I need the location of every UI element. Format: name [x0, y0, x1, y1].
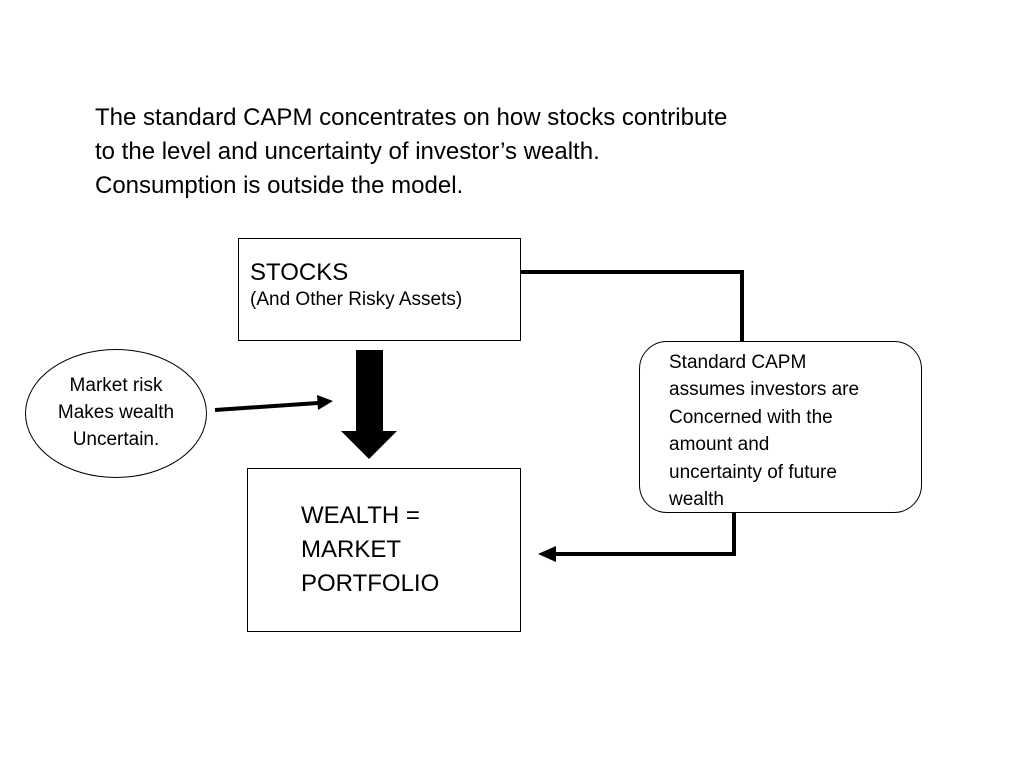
- market-oval-line: Uncertain.: [72, 429, 160, 450]
- stocks-to-wealth-block-arrow: [341, 350, 397, 459]
- stocks-box-title: STOCKS: [250, 259, 349, 286]
- callout-to-wealth-connector: [554, 513, 736, 556]
- stocks-to-callout-connector: [521, 270, 744, 341]
- wealth-box-line: MARKET: [301, 536, 402, 563]
- callout-line: amount and: [669, 434, 770, 456]
- wealth-box-line: WEALTH =: [301, 502, 420, 529]
- stocks-box: STOCKS (And Other Risky Assets): [238, 238, 521, 341]
- market-oval-line: Market risk: [69, 375, 163, 396]
- callout-to-wealth-arrowhead: [538, 546, 556, 562]
- callout-line: Concerned with the: [669, 406, 833, 428]
- standard-capm-callout: Standard CAPM assumes investors are Conc…: [639, 341, 922, 513]
- market-risk-oval: Market risk Makes wealth Uncertain.: [25, 349, 207, 478]
- callout-line: Standard CAPM: [669, 352, 807, 373]
- market-oval-line: Makes wealth: [57, 402, 175, 423]
- market-risk-arrowhead: [317, 395, 333, 410]
- stocks-box-subtitle: (And Other Risky Assets): [250, 289, 463, 310]
- intro-line: The standard CAPM concentrates on how st…: [95, 104, 728, 131]
- wealth-box-line: PORTFOLIO: [301, 570, 440, 597]
- callout-line: assumes investors are: [669, 379, 860, 401]
- intro-line: to the level and uncertainty of investor…: [95, 138, 600, 165]
- intro-text: The standard CAPM concentrates on how st…: [95, 101, 915, 203]
- wealth-box: WEALTH = MARKET PORTFOLIO: [247, 468, 521, 632]
- intro-line: Consumption is outside the model.: [95, 172, 464, 199]
- callout-line: wealth: [669, 489, 724, 511]
- market-risk-arrow-line: [214, 401, 319, 412]
- callout-line: uncertainty of future: [669, 461, 837, 483]
